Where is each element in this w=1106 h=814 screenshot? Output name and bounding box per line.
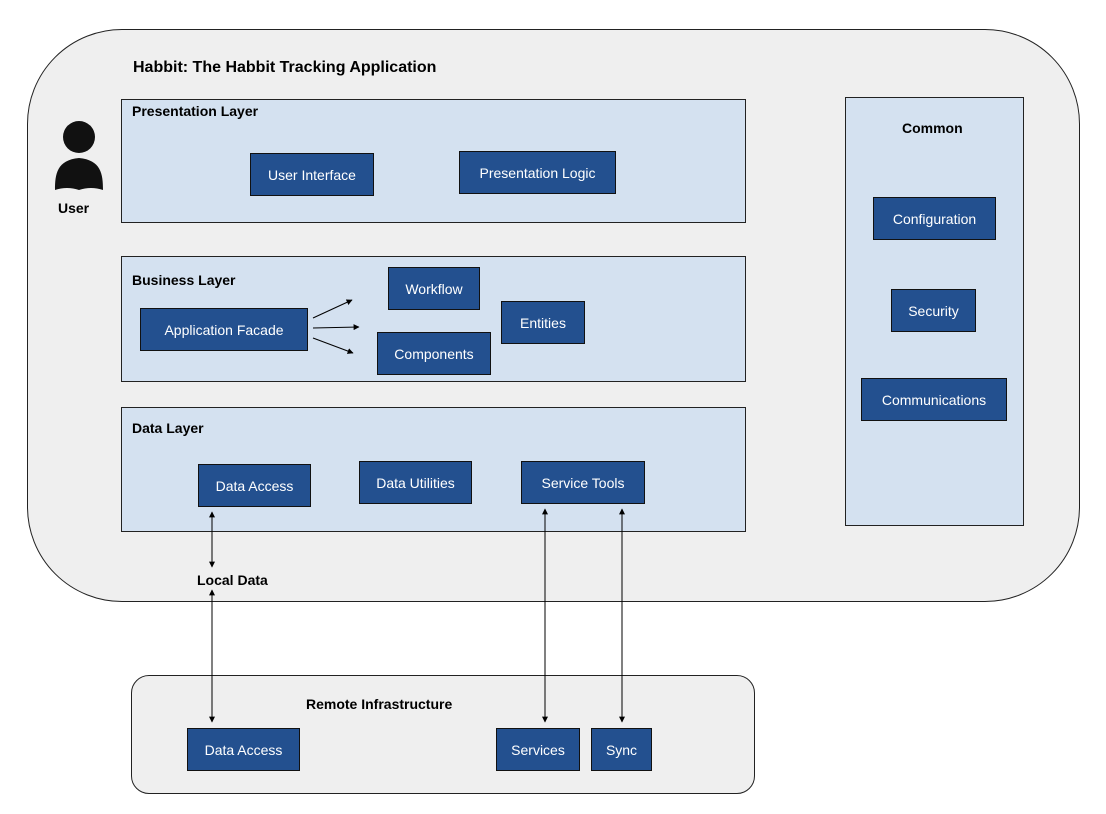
- application-facade-box[interactable]: Application Facade: [140, 308, 308, 351]
- user-label: User: [58, 200, 90, 216]
- workflow-box[interactable]: Workflow: [388, 267, 480, 310]
- business-layer-label: Business Layer: [132, 272, 236, 288]
- presentation-layer-label: Presentation Layer: [132, 103, 259, 119]
- data-layer-label: Data Layer: [132, 420, 204, 436]
- services-box[interactable]: Services: [496, 728, 580, 771]
- configuration-box[interactable]: Configuration: [873, 197, 996, 240]
- remote-data-access-box[interactable]: Data Access: [187, 728, 300, 771]
- presentation-logic-box[interactable]: Presentation Logic: [459, 151, 616, 194]
- local-data-label: Local Data: [197, 572, 268, 588]
- user-interface-box[interactable]: User Interface: [250, 153, 374, 196]
- common-label: Common: [902, 120, 963, 136]
- data-utilities-box[interactable]: Data Utilities: [359, 461, 472, 504]
- user-icon: [55, 121, 103, 190]
- app-title: Habbit: The Habbit Tracking Application: [133, 59, 437, 76]
- components-box[interactable]: Components: [377, 332, 491, 375]
- sync-box[interactable]: Sync: [591, 728, 652, 771]
- security-box[interactable]: Security: [891, 289, 976, 332]
- entities-box[interactable]: Entities: [501, 301, 585, 344]
- presentation-layer: [121, 99, 746, 223]
- communications-box[interactable]: Communications: [861, 378, 1007, 421]
- data-access-box[interactable]: Data Access: [198, 464, 311, 507]
- service-tools-box[interactable]: Service Tools: [521, 461, 645, 504]
- remote-infrastructure-label: Remote Infrastructure: [306, 696, 453, 712]
